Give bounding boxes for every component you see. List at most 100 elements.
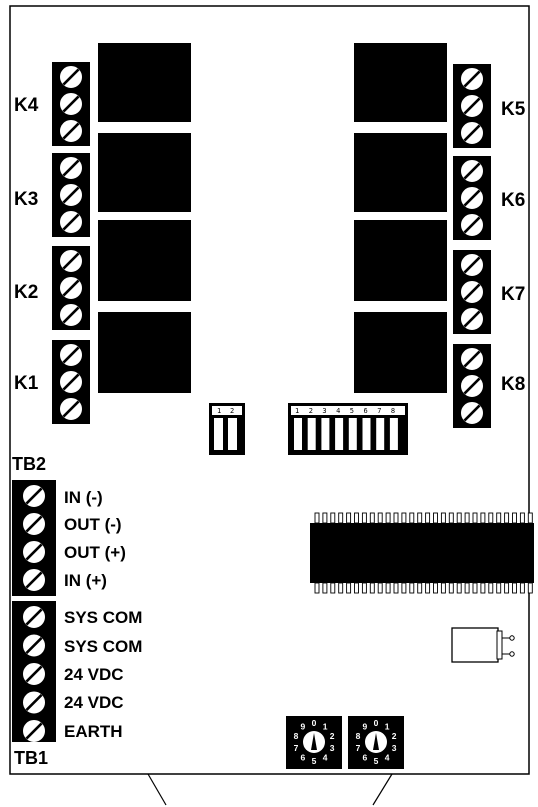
rotary-digit: 1 <box>385 722 390 732</box>
dip-lever[interactable] <box>321 418 330 450</box>
relay-label-k4: K4 <box>14 95 39 116</box>
dip-lever[interactable] <box>389 418 398 450</box>
rotary-digit: 5 <box>312 756 317 766</box>
rotary-digit: 2 <box>330 731 335 741</box>
dip-number: 5 <box>350 407 354 415</box>
screw-terminal[interactable] <box>60 184 82 206</box>
screw-terminal[interactable] <box>461 281 483 303</box>
dip-number: 4 <box>336 407 340 415</box>
crystal-component <box>451 627 515 663</box>
screw-terminal[interactable] <box>60 277 82 299</box>
rotary-digit: 7 <box>294 743 299 753</box>
rotary-digit: 7 <box>356 743 361 753</box>
dip-number: 8 <box>391 407 395 415</box>
dip-number: 6 <box>364 407 368 415</box>
relay-terminal-blocks-left <box>52 62 90 424</box>
screw-terminal[interactable] <box>60 250 82 272</box>
screw-terminal[interactable] <box>461 68 483 90</box>
relays-left <box>98 43 191 393</box>
rotary-digit: 9 <box>362 722 367 732</box>
screw-terminal[interactable] <box>461 95 483 117</box>
dip-number: 2 <box>309 407 313 415</box>
screw-terminal[interactable] <box>60 66 82 88</box>
screw-terminal[interactable] <box>23 634 45 657</box>
relay <box>98 312 191 393</box>
screw-terminal[interactable] <box>60 398 82 420</box>
dip-lever[interactable] <box>294 418 302 450</box>
screw-terminal[interactable] <box>60 157 82 179</box>
screw-terminal[interactable] <box>461 375 483 397</box>
dip-number: 1 <box>217 407 221 415</box>
dip-lever[interactable] <box>228 418 237 450</box>
terminal-block-tb2 <box>12 480 56 596</box>
dip-lever[interactable] <box>376 418 385 450</box>
screw-terminal[interactable] <box>461 122 483 144</box>
screw-terminal[interactable] <box>461 348 483 370</box>
tb1-terminal-label: EARTH <box>64 722 123 741</box>
screw-terminal[interactable] <box>23 485 45 507</box>
tb1-terminal-label: 24 VDC <box>64 665 124 684</box>
tb1-terminal-label: SYS COM <box>64 608 142 627</box>
relay-label-k2: K2 <box>14 282 38 303</box>
dip-number: 2 <box>230 407 234 415</box>
rotary-digit: 2 <box>392 731 397 741</box>
rotary-digit: 3 <box>392 743 397 753</box>
dip-number: 1 <box>295 407 299 415</box>
screw-terminal[interactable] <box>60 93 82 115</box>
dip-lever[interactable] <box>348 418 357 450</box>
relay <box>354 312 447 393</box>
cable-line-left <box>147 773 167 806</box>
rotary-digit: 8 <box>294 731 299 741</box>
relay <box>354 220 447 301</box>
dip-lever[interactable] <box>362 418 371 450</box>
tb2-terminal-label: IN (-) <box>64 488 103 507</box>
tb1-terminal-label: 24 VDC <box>64 693 124 712</box>
tb1-title: TB1 <box>14 748 48 768</box>
screw-terminal[interactable] <box>461 402 483 424</box>
rotary-digit: 4 <box>323 752 328 762</box>
screw-terminal[interactable] <box>60 120 82 142</box>
dip-lever[interactable] <box>214 418 223 450</box>
screw-terminal[interactable] <box>23 569 45 591</box>
screw-terminal[interactable] <box>23 513 45 535</box>
relay <box>98 133 191 212</box>
rotary-digit: 6 <box>300 752 305 762</box>
relay-label-k7: K7 <box>501 284 525 305</box>
dip-lever[interactable] <box>307 418 316 450</box>
ic-chip <box>310 512 534 594</box>
rotary-digit: 8 <box>356 731 361 741</box>
screw-terminal[interactable] <box>23 691 45 714</box>
rotary-digit: 9 <box>300 722 305 732</box>
screw-terminal[interactable] <box>461 160 483 182</box>
screw-terminal[interactable] <box>60 304 82 326</box>
screw-terminal[interactable] <box>461 187 483 209</box>
screw-terminal[interactable] <box>60 344 82 366</box>
screw-terminal[interactable] <box>60 371 82 393</box>
cable-line-right <box>372 773 393 806</box>
tb2-terminal-label: IN (+) <box>64 571 107 590</box>
relays-right <box>354 43 447 393</box>
relay <box>98 43 191 122</box>
screw-terminal[interactable] <box>23 720 45 742</box>
screw-terminal[interactable] <box>461 308 483 330</box>
screw-terminal[interactable] <box>60 211 82 233</box>
rotary-digit: 0 <box>312 718 317 728</box>
screw-terminal[interactable] <box>23 606 45 628</box>
screw-terminal[interactable] <box>461 214 483 236</box>
screw-terminal[interactable] <box>461 254 483 276</box>
relay-terminal-blocks-right <box>453 64 491 428</box>
relay <box>98 220 191 301</box>
dip-number: 7 <box>377 407 381 415</box>
screw-terminal[interactable] <box>23 663 45 685</box>
rotary-digit: 0 <box>374 718 379 728</box>
tb2-terminal-label: OUT (+) <box>64 543 126 562</box>
dip-lever[interactable] <box>335 418 344 450</box>
rotary-digit: 5 <box>374 756 379 766</box>
screw-terminal[interactable] <box>23 541 45 563</box>
relay-label-k6: K6 <box>501 190 525 211</box>
rotary-digit: 4 <box>385 752 390 762</box>
